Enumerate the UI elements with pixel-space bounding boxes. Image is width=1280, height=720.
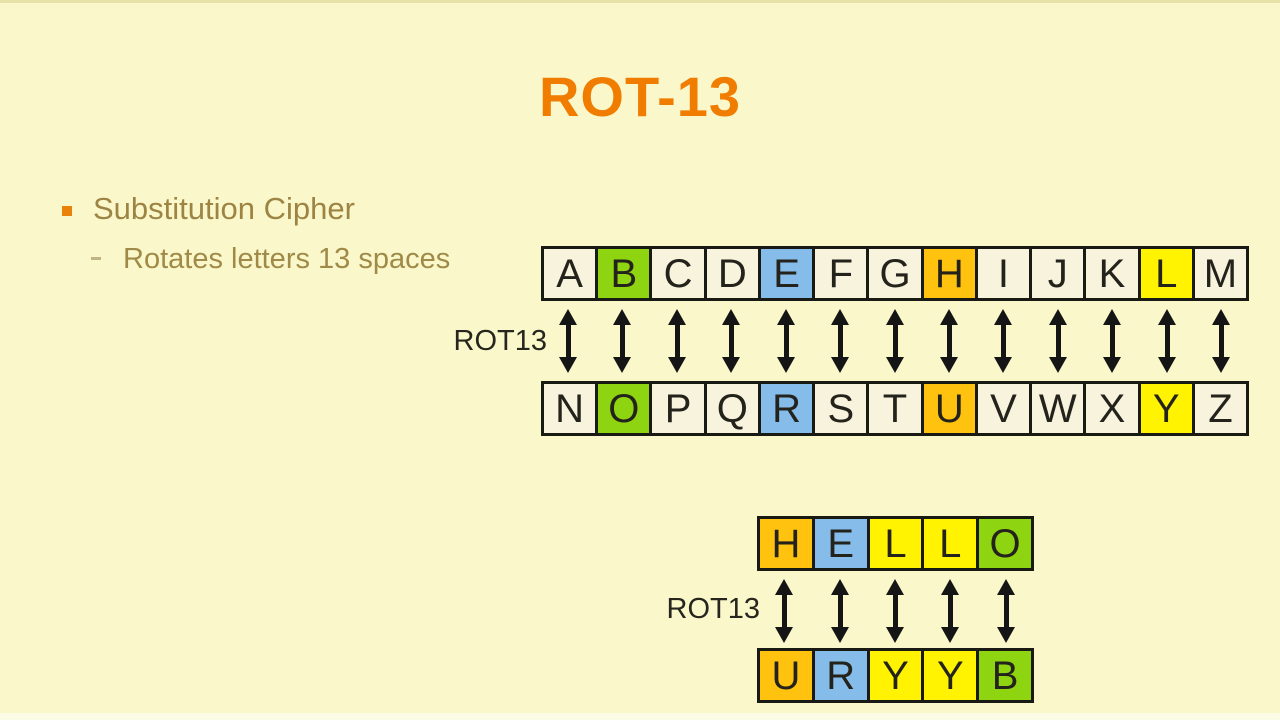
letter-cell-s: S — [812, 384, 867, 433]
updown-arrow-icon — [1212, 309, 1231, 373]
letter-cell-l: L — [866, 519, 922, 568]
letter-cell-u: U — [920, 384, 975, 433]
plaintext-row-hello: H E L L O — [757, 516, 1034, 571]
letter-cell-f: F — [812, 249, 867, 298]
letter-cell-e: E — [757, 249, 813, 298]
bottom-edge-strip — [0, 713, 1280, 720]
letter-cell-m: M — [1191, 249, 1247, 298]
letter-cell-r: R — [811, 651, 867, 700]
bullet-square-icon — [62, 206, 72, 216]
updown-arrow-icon — [886, 579, 905, 643]
letter-cell-p: P — [649, 384, 704, 433]
top-edge-strip — [0, 0, 1280, 3]
letter-cell-y: Y — [921, 651, 977, 700]
letter-cell-l: L — [1137, 249, 1192, 298]
letter-cell-a: A — [544, 249, 596, 298]
updown-arrow-icon — [1103, 309, 1122, 373]
updown-arrow-icon — [1048, 309, 1067, 373]
letter-cell-c: C — [649, 249, 704, 298]
letter-cell-x: X — [1083, 384, 1138, 433]
updown-arrow-icon — [940, 309, 959, 373]
letter-cell-w: W — [1029, 384, 1084, 433]
slide-title: ROT-13 — [538, 65, 742, 128]
updown-arrow-icon — [776, 309, 795, 373]
updown-arrow-icon — [885, 309, 904, 373]
letter-cell-o: O — [595, 384, 650, 433]
example-arrows-row — [757, 578, 1034, 644]
alphabet-top-row: A B C D E F G H I J K L M — [541, 246, 1249, 301]
letter-cell-e: E — [811, 519, 867, 568]
alphabet-bottom-row: N O P Q R S T U V W X Y Z — [541, 381, 1249, 436]
ciphertext-row-uryyb: U R Y Y B — [757, 648, 1034, 703]
letter-cell-u: U — [760, 651, 812, 700]
letter-cell-y: Y — [866, 651, 922, 700]
letter-cell-o: O — [976, 519, 1031, 568]
bullet-substitution-cipher: Substitution Cipher — [93, 191, 355, 226]
updown-arrow-icon — [667, 309, 686, 373]
dash-bullet-icon — [91, 257, 101, 260]
letter-cell-r: R — [757, 384, 813, 433]
updown-arrow-icon — [722, 309, 741, 373]
alphabet-arrows-row — [541, 308, 1249, 374]
letter-cell-q: Q — [703, 384, 758, 433]
updown-arrow-icon — [830, 579, 849, 643]
updown-arrow-icon — [831, 309, 850, 373]
letter-cell-k: K — [1083, 249, 1138, 298]
updown-arrow-icon — [558, 309, 577, 373]
letter-cell-b: B — [976, 651, 1031, 700]
letter-cell-z: Z — [1191, 384, 1247, 433]
letter-cell-h: H — [920, 249, 975, 298]
letter-cell-h: H — [760, 519, 812, 568]
updown-arrow-icon — [994, 309, 1013, 373]
updown-arrow-icon — [1157, 309, 1176, 373]
rot13-label-example: ROT13 — [666, 593, 760, 625]
letter-cell-t: T — [866, 384, 921, 433]
letter-cell-n: N — [544, 384, 596, 433]
letter-cell-j: J — [1029, 249, 1084, 298]
updown-arrow-icon — [996, 579, 1015, 643]
sub-bullet-rotates-letters: Rotates letters 13 spaces — [123, 243, 451, 275]
letter-cell-i: I — [974, 249, 1030, 298]
rot13-label-alphabet: ROT13 — [453, 325, 547, 357]
letter-cell-v: V — [974, 384, 1030, 433]
letter-cell-b: B — [595, 249, 650, 298]
letter-cell-g: G — [866, 249, 921, 298]
updown-arrow-icon — [613, 309, 632, 373]
letter-cell-l: L — [921, 519, 977, 568]
updown-arrow-icon — [775, 579, 794, 643]
letter-cell-y: Y — [1137, 384, 1192, 433]
updown-arrow-icon — [941, 579, 960, 643]
letter-cell-d: D — [703, 249, 758, 298]
